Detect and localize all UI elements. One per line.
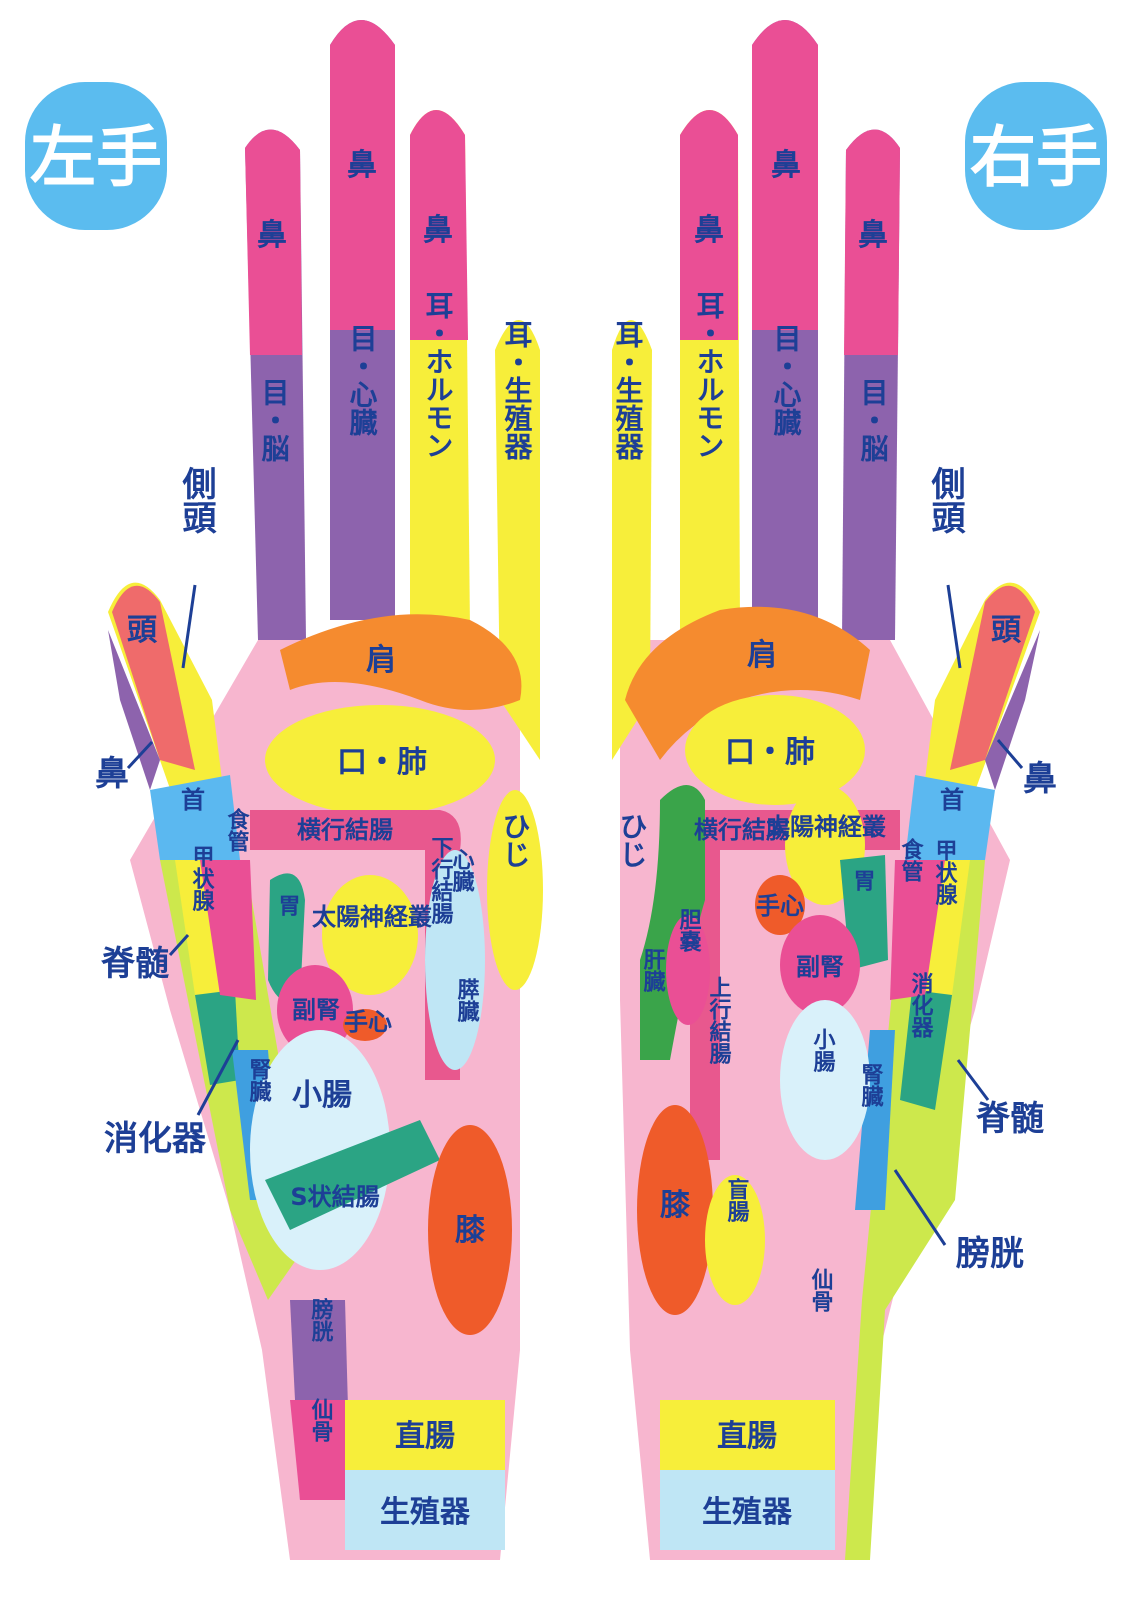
left-elbow-label: ひじ bbox=[499, 812, 532, 868]
right-sacrum-label: 仙骨 bbox=[808, 1267, 834, 1313]
left-rectum-label: 直腸 bbox=[395, 1419, 455, 1454]
left-knee-label: 膝 bbox=[455, 1213, 486, 1248]
left-outer-spine-label: 脊髄 bbox=[101, 944, 169, 984]
left-sigmoid-colon-label: S状結腸 bbox=[290, 1183, 379, 1211]
right-f2-ear-hormone-label: 耳・ホルモン bbox=[693, 291, 726, 459]
left-outer-digestive-label: 消化器 bbox=[104, 1119, 207, 1159]
right-f4-eye-brain-label: 目・脳 bbox=[857, 378, 890, 462]
right-f3-nose-label: 鼻 bbox=[771, 148, 801, 183]
right-solar-plexus-label: 太陽神経叢 bbox=[766, 813, 886, 841]
right-esophagus-label: 食管 bbox=[898, 837, 924, 883]
left-thumb-neck-label: 首 bbox=[181, 786, 205, 814]
right-outer-bladder-label: 膀胱 bbox=[956, 1234, 1024, 1274]
right-small-intestine-zone bbox=[780, 1000, 870, 1160]
left-thumb-head-label: 頭 bbox=[127, 613, 158, 648]
left-f2-nose-label: 鼻 bbox=[347, 148, 377, 183]
left-pancreas-label: 膵臓 bbox=[454, 978, 480, 1023]
right-rectum-label: 直腸 bbox=[717, 1419, 777, 1454]
left-thyroid-label: 甲状腺 bbox=[189, 845, 215, 912]
right-f4-nose-label: 鼻 bbox=[858, 218, 888, 253]
right-gallbladder-label: 胆嚢 bbox=[676, 908, 703, 953]
left-f3-ear-hormone-label: 耳・ホルモン bbox=[422, 291, 455, 459]
left-esophagus-label: 食管 bbox=[224, 807, 250, 853]
left-heart-label: 心臓 bbox=[449, 848, 475, 893]
left-outer-side-head-label: 側頭 bbox=[176, 466, 217, 534]
right-genitals-label: 生殖器 bbox=[702, 1495, 793, 1530]
left-finger-2 bbox=[330, 20, 395, 620]
left-f2-eye-heart-label: 目・心臓 bbox=[346, 324, 379, 437]
right-f2-nose-label: 鼻 bbox=[694, 213, 724, 248]
right-knee-label: 膝 bbox=[660, 1188, 691, 1223]
left-sacrum-label: 仙骨 bbox=[308, 1397, 334, 1443]
right-hand-title-badge: 右手 bbox=[965, 82, 1107, 230]
right-thumb-neck-label: 首 bbox=[940, 786, 964, 814]
left-hand-title-badge: 左手 bbox=[25, 82, 167, 230]
right-f1-ear-genitals-label: 耳・生殖器 bbox=[612, 320, 645, 461]
right-stomach-label: 胃 bbox=[850, 869, 875, 891]
right-ascending-colon-label: 上行結腸 bbox=[706, 976, 733, 1065]
left-mouth-lung-label: 口・肺 bbox=[337, 745, 427, 780]
right-outer-side-head-label: 側頭 bbox=[925, 466, 966, 534]
right-thyroid-label: 甲状腺 bbox=[932, 839, 958, 906]
left-shoulder-label: 肩 bbox=[366, 643, 396, 678]
right-small-intestine-label: 小腸 bbox=[810, 1028, 836, 1073]
left-transverse-colon-label: 横行結腸 bbox=[297, 816, 393, 844]
right-digestive-label: 消化器 bbox=[908, 972, 935, 1039]
right-shoulder-label: 肩 bbox=[747, 638, 777, 673]
right-liver-label: 肝臓 bbox=[640, 948, 666, 993]
left-side-head-leader bbox=[183, 585, 195, 668]
left-f4-ear-genitals-label: 耳・生殖器 bbox=[501, 320, 534, 461]
right-hand-title: 右手 bbox=[970, 119, 1102, 196]
right-kidney-label: 腎臓 bbox=[858, 1063, 884, 1108]
right-adrenal-label: 副腎 bbox=[796, 953, 844, 981]
right-thumb-head-label: 頭 bbox=[991, 613, 1022, 648]
right-heart-hand-label: 手心 bbox=[756, 892, 804, 920]
left-small-intestine-label: 小腸 bbox=[292, 1078, 352, 1113]
left-adrenal-label: 副腎 bbox=[292, 996, 340, 1024]
right-appendix-label: 盲腸 bbox=[724, 1177, 750, 1223]
right-f3-eye-heart-label: 目・心臓 bbox=[770, 324, 803, 437]
left-heart-hand-label: 手心 bbox=[344, 1008, 392, 1036]
right-mouth-lung-label: 口・肺 bbox=[725, 735, 815, 770]
right-outer-spine-label: 脊髄 bbox=[976, 1099, 1044, 1139]
right-side-head-leader bbox=[948, 585, 960, 668]
left-f3-nose-label: 鼻 bbox=[423, 213, 453, 248]
left-hand-title: 左手 bbox=[30, 119, 162, 196]
left-solar-plexus-label: 太陽神経叢 bbox=[312, 903, 432, 931]
right-elbow-label: ひじ bbox=[616, 812, 649, 868]
right-finger-3 bbox=[752, 20, 818, 620]
left-outer-nose-label: 鼻 bbox=[95, 754, 129, 794]
right-hand: 耳・生殖器 鼻 耳・ホルモン 鼻 目・心臓 鼻 目・脳 頭 首 肩 口・肺 ひじ… bbox=[612, 20, 1058, 1560]
left-genitals-label: 生殖器 bbox=[380, 1495, 471, 1530]
left-stomach-label: 胃 bbox=[275, 894, 300, 916]
left-kidney-label: 腎臓 bbox=[246, 1058, 272, 1103]
left-f1-nose-label: 鼻 bbox=[257, 218, 287, 253]
left-hand: 鼻 目・脳 鼻 目・心臓 鼻 耳・ホルモン 耳・生殖器 頭 首 肩 口・肺 横行… bbox=[95, 20, 543, 1560]
left-bladder-label: 膀胱 bbox=[308, 1297, 334, 1343]
right-outer-nose-label: 鼻 bbox=[1023, 759, 1057, 799]
left-f1-eye-brain-label: 目・脳 bbox=[258, 378, 291, 462]
